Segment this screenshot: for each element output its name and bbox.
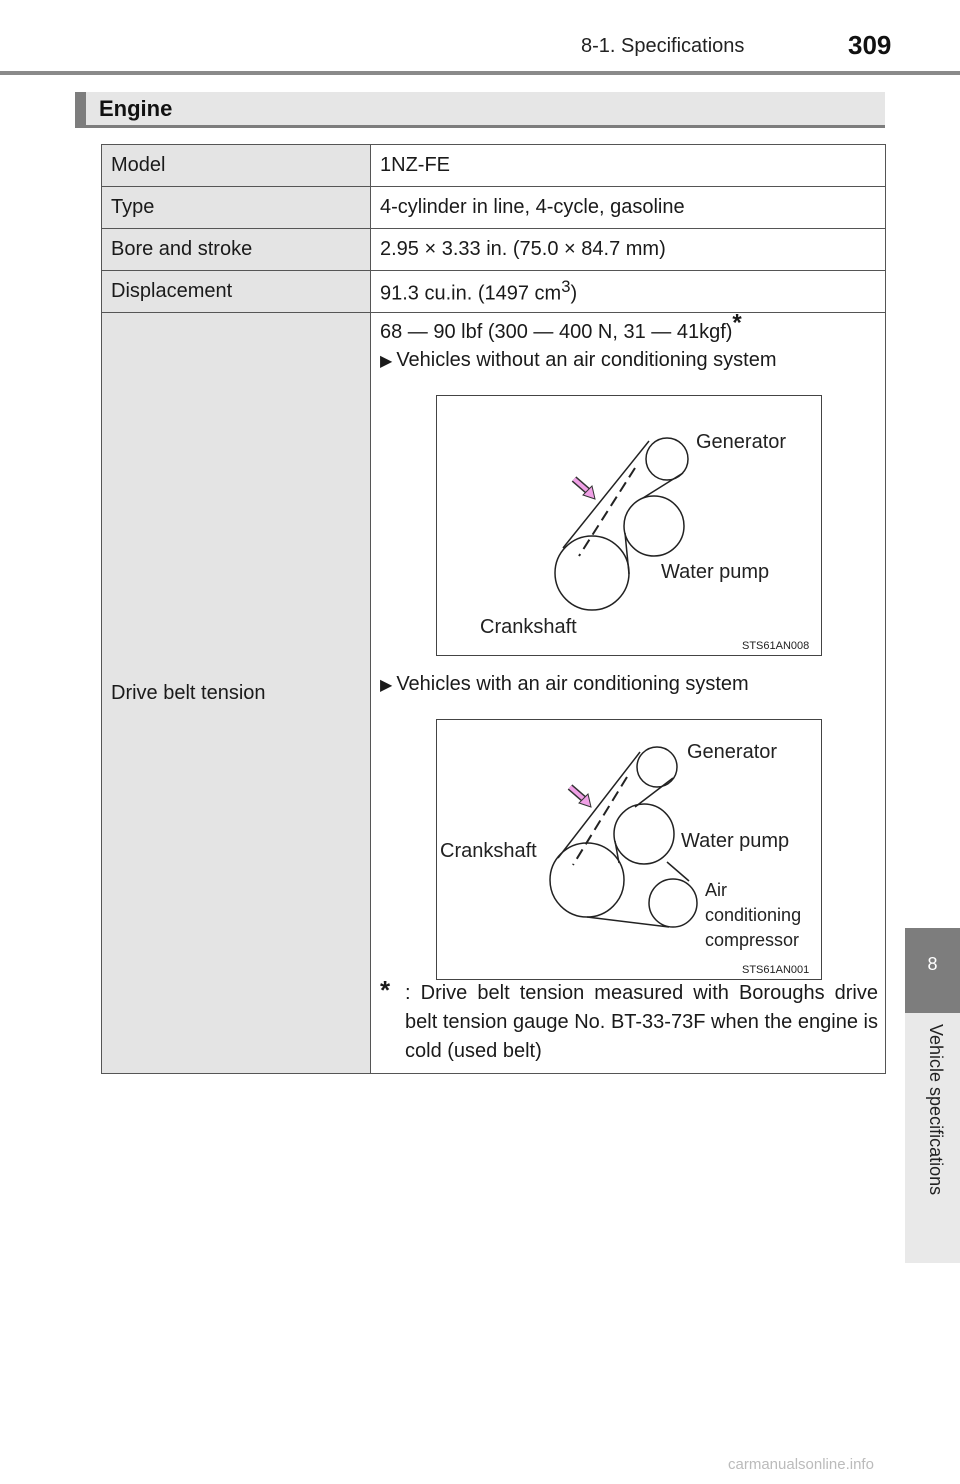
- belt-tension-mark: *: [732, 309, 742, 337]
- belt-segment: [586, 916, 670, 928]
- bullet-without-ac: ▶Vehicles without an air conditioning sy…: [380, 349, 777, 372]
- crankshaft-label: Crankshaft: [440, 840, 537, 862]
- spec-value: 1NZ-FE: [370, 144, 886, 187]
- page-number: 309: [848, 30, 892, 60]
- footnote-mark: *: [380, 975, 391, 1005]
- chapter-number: 8: [927, 954, 938, 974]
- table-row: Bore and stroke 2.95 × 3.33 in. (75.0 × …: [101, 228, 886, 271]
- belt-deflection-line: [572, 776, 628, 866]
- chapter-title: Vehicle specifications: [926, 1024, 946, 1196]
- water-pump-label: Water pump: [681, 830, 790, 852]
- displacement-superscript: 3: [561, 277, 571, 297]
- belt-segment: [642, 472, 684, 499]
- ac-label-line: compressor: [705, 930, 800, 950]
- diagram-code: STS61AN001: [742, 964, 810, 976]
- spec-label: Model: [101, 144, 371, 187]
- belt-segment: [666, 861, 690, 882]
- spec-value: 4-cylinder in line, 4-cycle, gasoline: [370, 186, 886, 229]
- crankshaft-pulley: [554, 535, 630, 611]
- chapter-band: [905, 1013, 960, 1263]
- belt-deflection-line: [578, 467, 636, 557]
- bullet-with-ac: ▶Vehicles with an air conditioning syste…: [380, 673, 749, 696]
- ac-compressor-pulley: [648, 878, 698, 928]
- spec-label: Drive belt tension: [101, 312, 371, 1074]
- belt-segment: [557, 751, 641, 859]
- table-row: Displacement 91.3 cu.in. (1497 cm3): [101, 270, 886, 313]
- belt-diagram-with-ac: Generator Water pump Crankshaft Air cond…: [436, 719, 822, 980]
- displacement-suffix: ): [570, 282, 578, 305]
- check-arrow-icon: [571, 476, 596, 500]
- ac-label-line: Air: [705, 880, 727, 900]
- header-divider: [0, 71, 960, 75]
- displacement-value: 91.3 cu.in. (1497 cm: [380, 282, 562, 305]
- water-pump-label: Water pump: [661, 561, 770, 583]
- watermark: carmanualsonline.info: [728, 1456, 874, 1473]
- table-row: Model 1NZ-FE: [101, 144, 886, 187]
- belt-segment: [624, 532, 630, 575]
- generator-label: Generator: [696, 431, 787, 453]
- bullet-triangle-icon: ▶: [380, 353, 393, 370]
- ac-compressor-label: Air conditioning compressor: [705, 878, 801, 953]
- water-pump-pulley: [623, 495, 685, 557]
- belt-tension-value: 68 — 90 lbf (300 — 400 N, 31 — 41kgf)*: [380, 311, 742, 344]
- belt-segment: [614, 840, 620, 864]
- spec-label: Type: [101, 186, 371, 229]
- generator-pulley: [636, 746, 678, 788]
- spec-value: 91.3 cu.in. (1497 cm3): [370, 270, 886, 313]
- belt-tension-text: 68 — 90 lbf (300 — 400 N, 31 — 41kgf): [380, 321, 733, 343]
- water-pump-pulley: [613, 803, 675, 865]
- belt-diagram-without-ac: Generator Water pump Crankshaft STS61AN0…: [436, 395, 822, 656]
- table-row: Type 4-cylinder in line, 4-cycle, gasoli…: [101, 186, 886, 229]
- belt-segment: [562, 440, 650, 549]
- diagram-code: STS61AN008: [742, 640, 810, 652]
- drive-belt-cell: 68 — 90 lbf (300 — 400 N, 31 — 41kgf)* ▶…: [370, 311, 886, 1074]
- footnote-text: : Drive belt tension measured with Borou…: [405, 982, 878, 1062]
- spec-value: 2.95 × 3.33 in. (75.0 × 84.7 mm): [370, 228, 886, 271]
- section-heading-text: Engine: [99, 96, 173, 121]
- check-arrow-icon: [567, 784, 592, 808]
- ac-label-line: conditioning: [705, 905, 802, 925]
- section-heading: Engine: [75, 92, 885, 128]
- bullet-text: Vehicles without an air conditioning sys…: [396, 349, 777, 371]
- spec-label: Bore and stroke: [101, 228, 371, 271]
- generator-pulley: [645, 437, 689, 481]
- bullet-text: Vehicles with an air conditioning system: [396, 673, 749, 695]
- table-row: Drive belt tension 68 — 90 lbf (300 — 40…: [101, 311, 886, 1074]
- spec-label: Displacement: [101, 270, 371, 313]
- section-title: 8-1. Specifications: [581, 35, 745, 57]
- chapter-tab: [905, 928, 960, 1013]
- crankshaft-label: Crankshaft: [480, 616, 577, 638]
- belt-diagram-graphic: [549, 746, 698, 928]
- belt-segment: [634, 777, 674, 808]
- generator-label: Generator: [687, 741, 778, 763]
- footnote: * : Drive belt tension measured with Bor…: [380, 975, 878, 1066]
- engine-spec-table: Model 1NZ-FE Type 4-cylinder in line, 4-…: [101, 144, 886, 1074]
- bullet-triangle-icon: ▶: [380, 677, 393, 694]
- belt-diagram-graphic: [554, 437, 689, 611]
